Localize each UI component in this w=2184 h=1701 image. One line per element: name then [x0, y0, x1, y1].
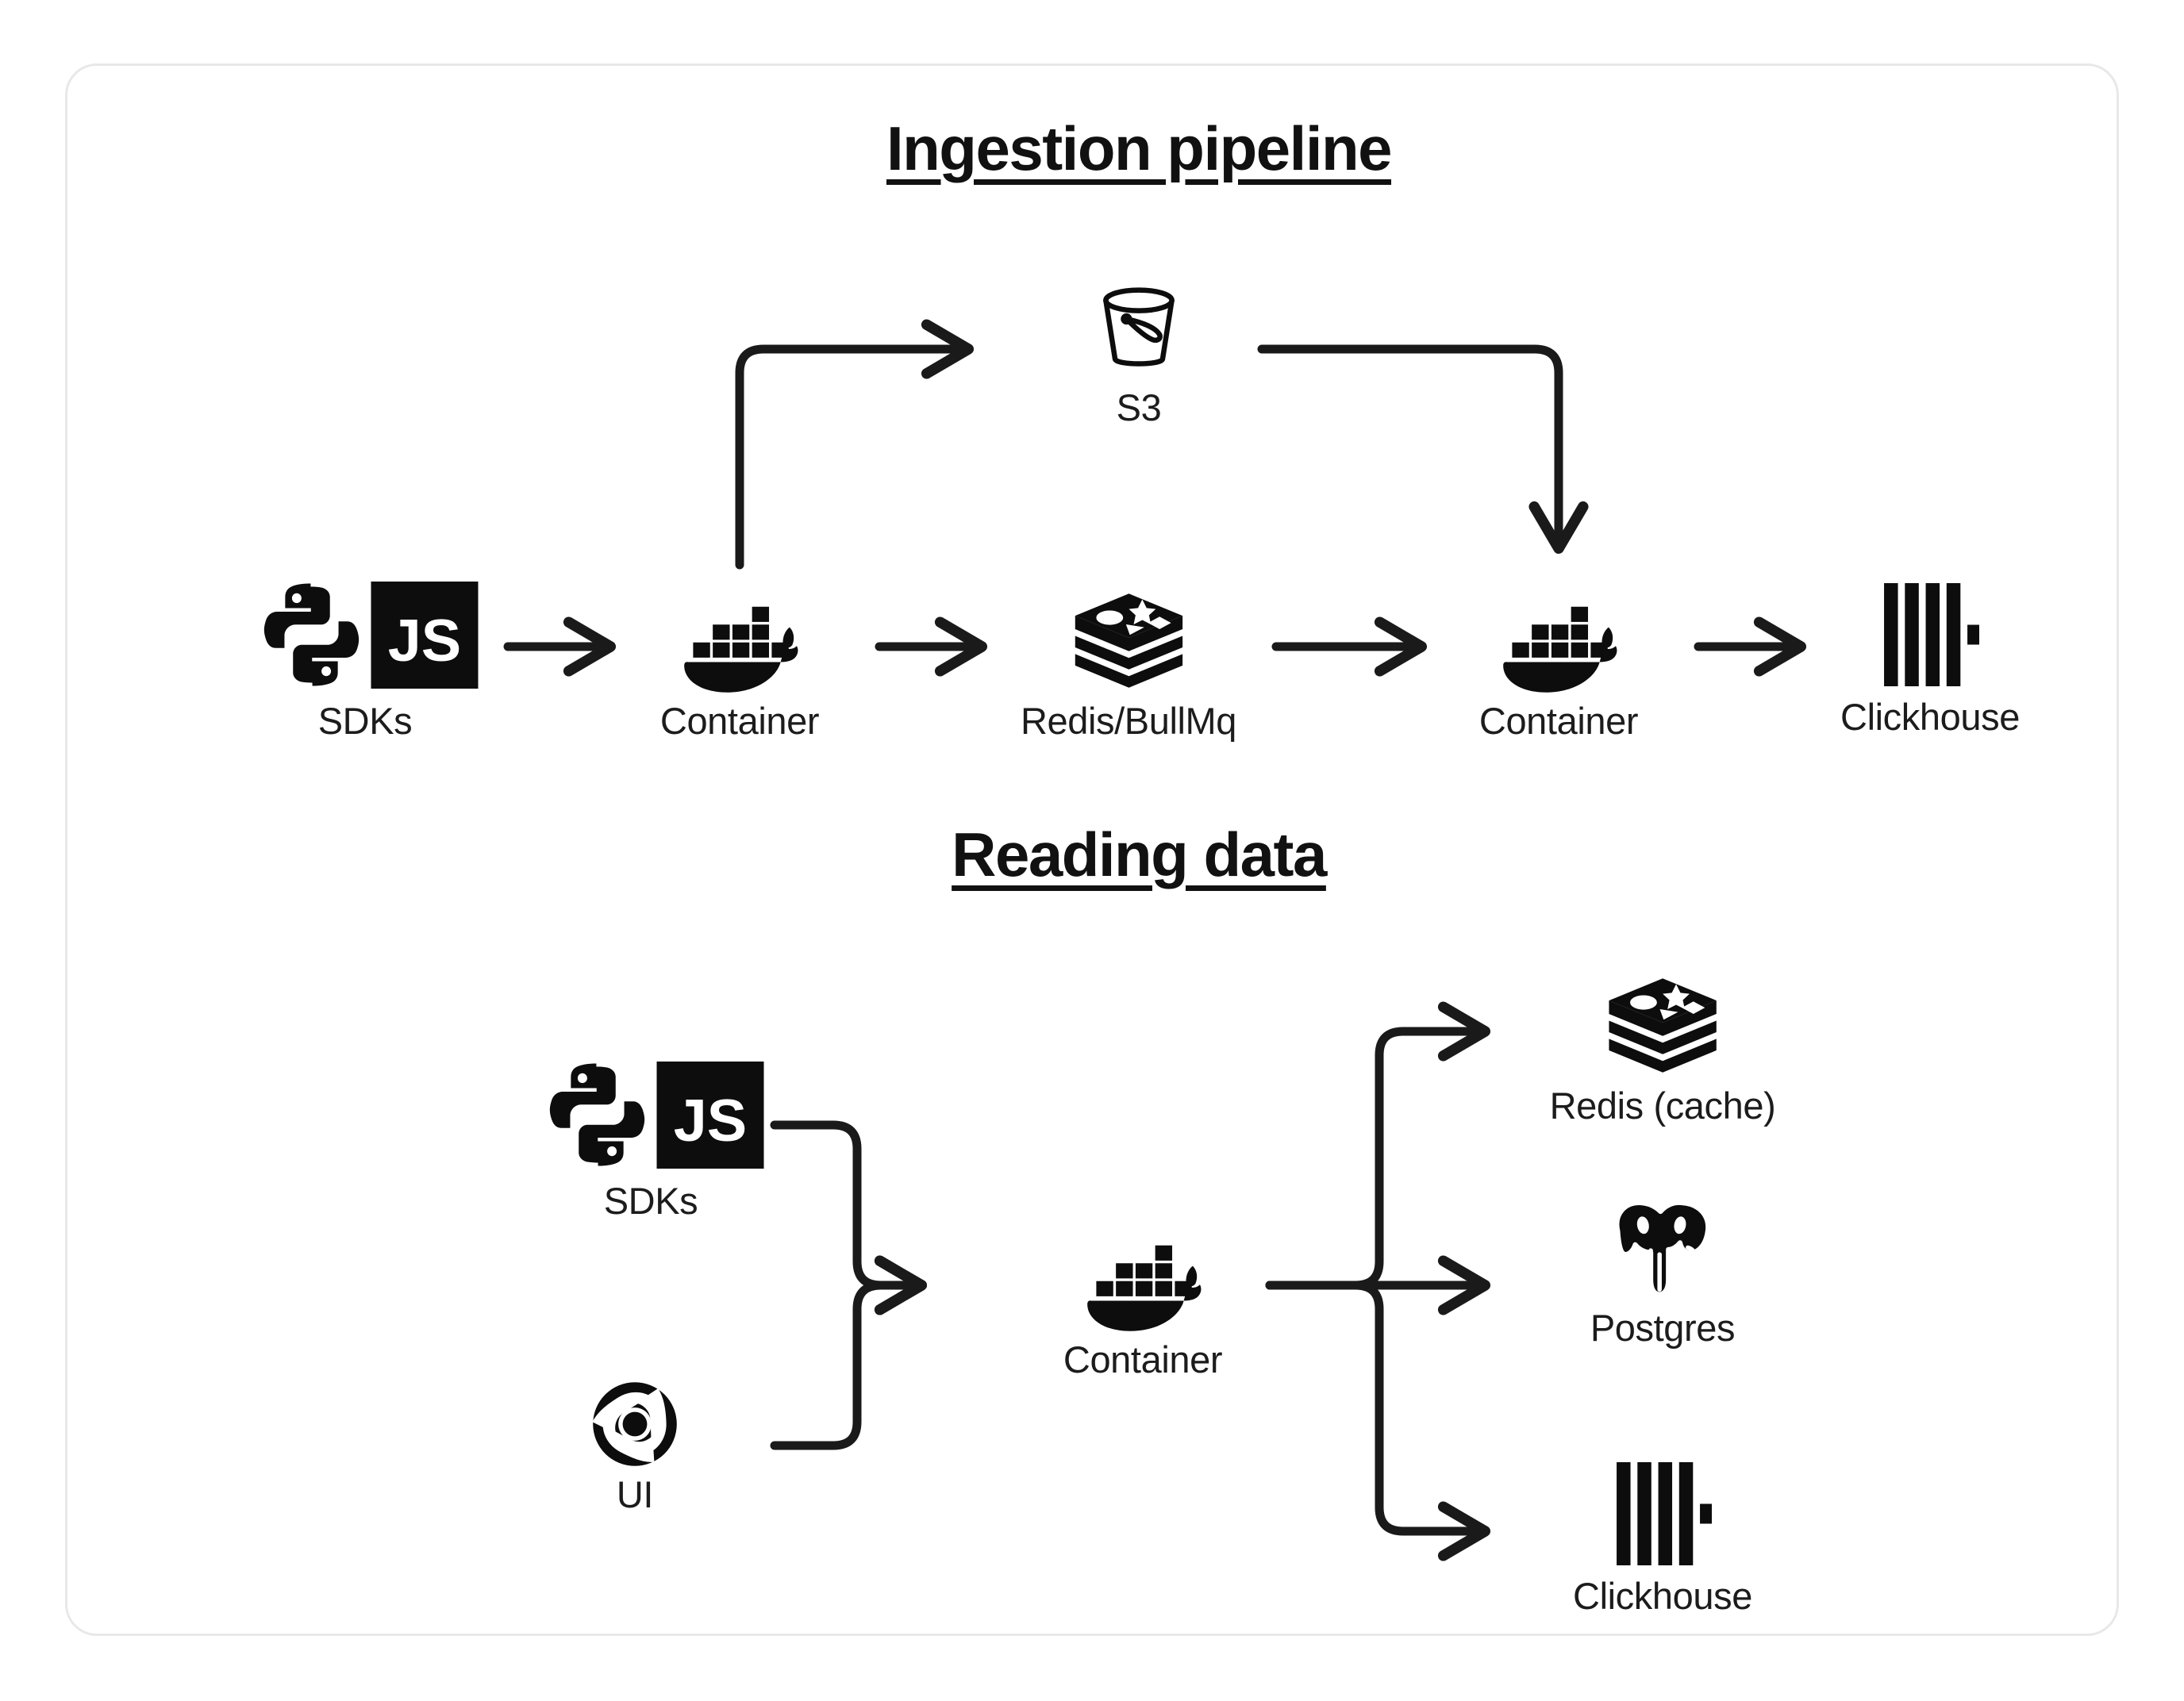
bucket-icon: [1103, 287, 1175, 367]
javascript-icon: JS: [656, 1061, 764, 1169]
node-label-sdks-reading: SDKs: [603, 1180, 698, 1222]
javascript-icon: JS: [371, 581, 479, 689]
python-icon: [263, 583, 360, 686]
redis-icon: [1075, 593, 1182, 688]
docker-icon-group: [660, 587, 819, 694]
diagram-card: [65, 63, 2119, 1636]
postgres-icon-group: [1590, 1194, 1735, 1301]
node-postgres[interactable]: Postgres: [1590, 1194, 1736, 1349]
postgres-icon: [1614, 1200, 1711, 1297]
docker-icon: [1503, 606, 1617, 693]
ui-icon-group: [591, 1380, 679, 1468]
node-label-container-ingest-2: Container: [1478, 700, 1639, 742]
javascript-icon-text: JS: [388, 607, 461, 674]
node-label-redis-cache: Redis (cache): [1549, 1085, 1776, 1127]
node-redis-bullmq[interactable]: Redis/BullMq: [1021, 587, 1236, 742]
node-ui[interactable]: UI: [591, 1380, 679, 1515]
sdks-icon-group-2: JS: [538, 1055, 764, 1174]
javascript-icon-text: JS: [674, 1087, 747, 1154]
node-label-s3: S3: [1116, 386, 1162, 428]
node-label-container-ingest-1: Container: [659, 700, 820, 742]
node-s3[interactable]: S3: [1087, 278, 1190, 428]
node-label-redis-bullmq: Redis/BullMq: [1020, 700, 1237, 742]
section-title-reading: Reading data: [952, 820, 1327, 889]
node-clickhouse-ingest[interactable]: Clickhouse: [1840, 579, 2020, 738]
node-label-clickhouse-reading: Clickhouse: [1573, 1575, 1752, 1617]
node-clickhouse-reading[interactable]: Clickhouse: [1573, 1458, 1752, 1617]
node-container-ingest-1[interactable]: Container: [659, 587, 820, 742]
node-label-clickhouse-ingest: Clickhouse: [1840, 696, 2020, 738]
redis-icon-group: [1021, 587, 1236, 694]
node-sdks-ingestion[interactable]: JS SDKs: [252, 575, 479, 742]
node-label-container-reading: Container: [1063, 1338, 1223, 1380]
node-label-postgres: Postgres: [1590, 1307, 1736, 1349]
docker-icon: [1087, 1245, 1202, 1331]
node-sdks-reading[interactable]: JS SDKs: [538, 1055, 764, 1222]
s3-icon-group: [1087, 278, 1190, 381]
node-container-reading[interactable]: Container: [1063, 1226, 1223, 1380]
section-title-ingestion: Ingestion pipeline: [886, 113, 1393, 183]
redis-cache-icon-group: [1550, 972, 1776, 1079]
clickhouse-icon: [1884, 583, 1980, 686]
node-container-ingest-2[interactable]: Container: [1478, 587, 1639, 742]
python-icon: [549, 1063, 645, 1166]
docker-icon: [684, 606, 798, 693]
clickhouse-icon-group: [1840, 579, 2020, 690]
node-redis-cache[interactable]: Redis (cache): [1550, 972, 1776, 1127]
docker-icon-group-3: [1063, 1226, 1222, 1333]
node-label-ui: UI: [616, 1473, 654, 1515]
clickhouse-icon: [1617, 1462, 1713, 1565]
sdks-icon-group: JS: [252, 575, 479, 694]
redis-icon: [1609, 978, 1717, 1073]
docker-icon-group-2: [1479, 587, 1638, 694]
clickhouse-icon-group-2: [1573, 1458, 1752, 1569]
chrome-icon: [592, 1382, 677, 1466]
node-label-sdks-ingestion: SDKs: [317, 700, 413, 742]
